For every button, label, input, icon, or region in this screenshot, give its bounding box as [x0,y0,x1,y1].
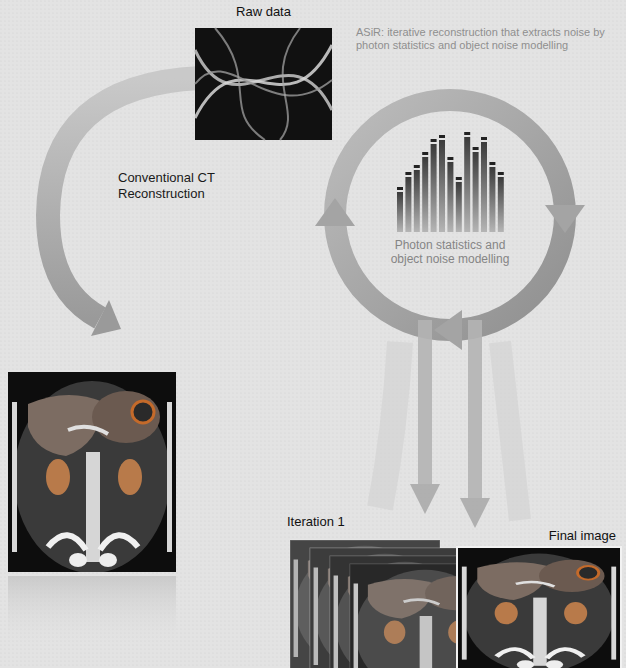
image-border [456,546,622,668]
histogram-bar [498,177,504,232]
photon-histogram [397,132,504,232]
histogram-bar [431,144,437,232]
sinogram-trace [195,45,332,118]
sinogram-trace [195,50,332,110]
image-heading: Final image [455,528,620,544]
flow-band [500,342,520,520]
ct-reflection [8,576,176,648]
flow-arrow [468,320,482,498]
histogram-bar [405,177,411,232]
raw-data-sinogram [195,28,332,140]
histogram-bar [456,182,462,232]
histogram-cap [464,132,470,135]
histogram-bar [473,152,479,232]
histogram-cap [431,139,437,142]
histogram-bar [414,170,420,232]
histogram-bar [464,137,470,232]
histogram-cap [498,172,504,175]
loop-circle: Photon statistics and object noise model… [340,100,560,320]
histogram-cap [397,187,403,190]
sinogram-trace [215,28,265,140]
histogram-cap [489,162,495,165]
image-panel: Final image [455,528,620,668]
histogram-cap [405,172,411,175]
loop-arrowhead [545,205,585,233]
histogram-bar [489,167,495,232]
image-heading: Raw data [195,4,332,20]
sinogram-frame [195,28,332,140]
histogram-cap [414,165,420,168]
ct-slice [458,548,620,668]
sinogram-trace [195,71,332,95]
conventional-ct-image [8,372,176,648]
histogram-cap [439,135,445,138]
histogram-bar [422,157,428,232]
histogram-cap [447,157,453,160]
iteration-loop-ring [335,100,565,330]
final-ct-image [456,546,622,668]
loop-arrowhead [315,198,355,226]
sinogram-trace [280,28,300,140]
image-heading: Iteration 1 [285,514,465,530]
conventional-arrowhead [91,300,121,336]
flow-band [380,342,400,508]
histogram-cap [481,137,487,140]
histogram-cap [422,152,428,155]
image-panel: Raw data [195,4,332,140]
histogram-bar [481,142,487,232]
histogram-bar [397,192,403,232]
loop-caption: Photon statistics and object noise model… [382,238,518,266]
description-note: ASiR: iterative reconstruction that extr… [356,26,618,52]
histogram-bar [447,162,453,232]
flow-arrow [418,320,432,484]
arrow-label: Conventional CT Reconstruction [118,170,240,202]
ct-slice [8,372,176,573]
image-stack: Iteration 1 [285,514,465,668]
histogram-bar [439,140,445,232]
histogram-cap [473,147,479,150]
histogram-cap [456,177,462,180]
loop-arrowhead [434,310,462,350]
